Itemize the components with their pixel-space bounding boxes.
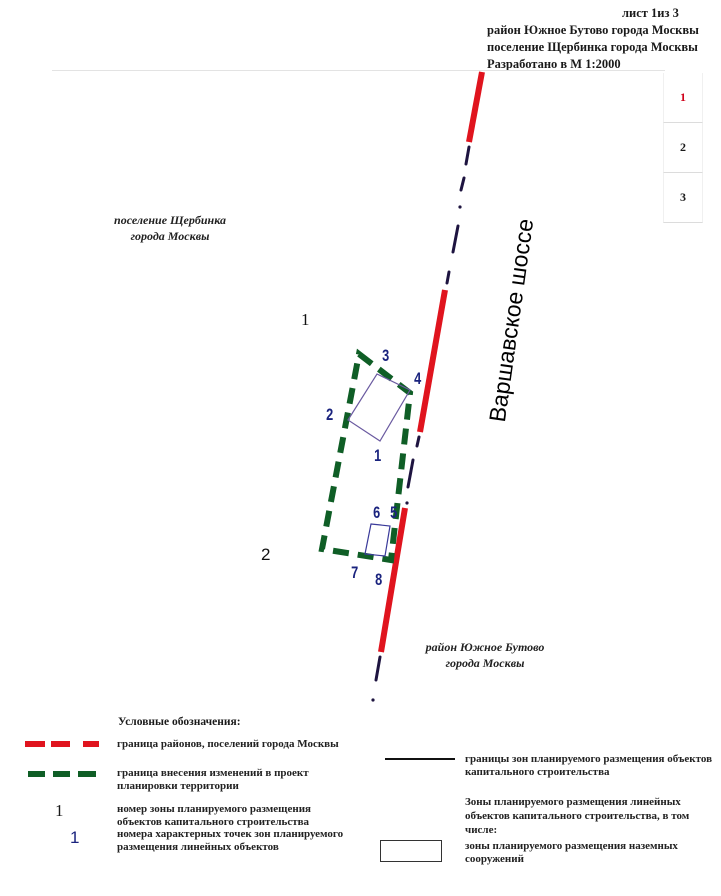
point-label-8: 8: [375, 570, 383, 589]
point-label-7: 7: [351, 563, 359, 582]
change-boundary: [318, 348, 414, 564]
point-label-3: 3: [382, 346, 390, 365]
legend-item-change-boundary: граница внесения изменений в проект план…: [117, 767, 309, 792]
point-label-2: 2: [326, 405, 334, 424]
district-boundary: [378, 71, 485, 653]
label-south-butovo: район Южное Бутово города Москвы: [420, 639, 550, 671]
label-shcherbinka: поселение Щербинка города Москвы: [100, 212, 240, 244]
point-label-5: 5: [390, 503, 398, 522]
label-shcherbinka-line2: города Москвы: [130, 229, 210, 243]
zone-number-1: 1: [301, 310, 310, 329]
zone-polygon-upper: [347, 373, 411, 442]
sheet-index-item-3[interactable]: 3: [663, 173, 703, 223]
map-frame-right: [465, 70, 665, 71]
legend-item-zone-number: номер зоны планируемого размещения объек…: [117, 803, 311, 828]
legend-item-district-boundary: граница районов, поселений города Москвы: [117, 738, 339, 750]
zone-boundary-dashdot: [374, 145, 471, 682]
header-scale: Разработано в М 1:2000: [487, 57, 621, 71]
legend-item-linear-zones: Зоны планируемого размещения линейных об…: [465, 796, 690, 836]
legend-item-point-number: номера характерных точек зон планируемог…: [117, 828, 344, 853]
header-district: район Южное Бутово города Москвы: [487, 23, 699, 37]
label-south-butovo-line1: район Южное Бутово: [425, 640, 545, 654]
sheet-index: 1 2 3: [663, 73, 703, 223]
legend-item-zone-boundary: границы зон планируемого размещения объе…: [465, 753, 713, 778]
point-label-4: 4: [414, 369, 422, 388]
legend-black-line-icon: [385, 758, 455, 760]
point-label-6: 6: [373, 503, 381, 522]
label-south-butovo-line2: города Москвы: [445, 656, 525, 670]
sheet-index-item-2[interactable]: 2: [663, 123, 703, 173]
sheet-index-item-1[interactable]: 1: [663, 73, 703, 123]
legend-title: Условные обозначения:: [118, 716, 241, 728]
point-label-1: 1: [374, 446, 382, 465]
legend-item-ground-structures: зоны планируемого размещения наземных со…: [465, 840, 678, 865]
zone-polygon-lower: [364, 523, 391, 557]
legend-zone-number-sample: 1: [55, 801, 64, 820]
legend-rectangle-icon: [380, 840, 442, 862]
legend-point-number-sample: 1: [70, 828, 80, 847]
map-frame: [52, 70, 465, 691]
label-shcherbinka-line1: поселение Щербинка: [114, 213, 226, 227]
sheet-number: лист 1из 3: [622, 6, 679, 20]
zone-number-2: 2: [261, 545, 271, 564]
header-settlement: поселение Щербинка города Москвы: [487, 40, 698, 54]
